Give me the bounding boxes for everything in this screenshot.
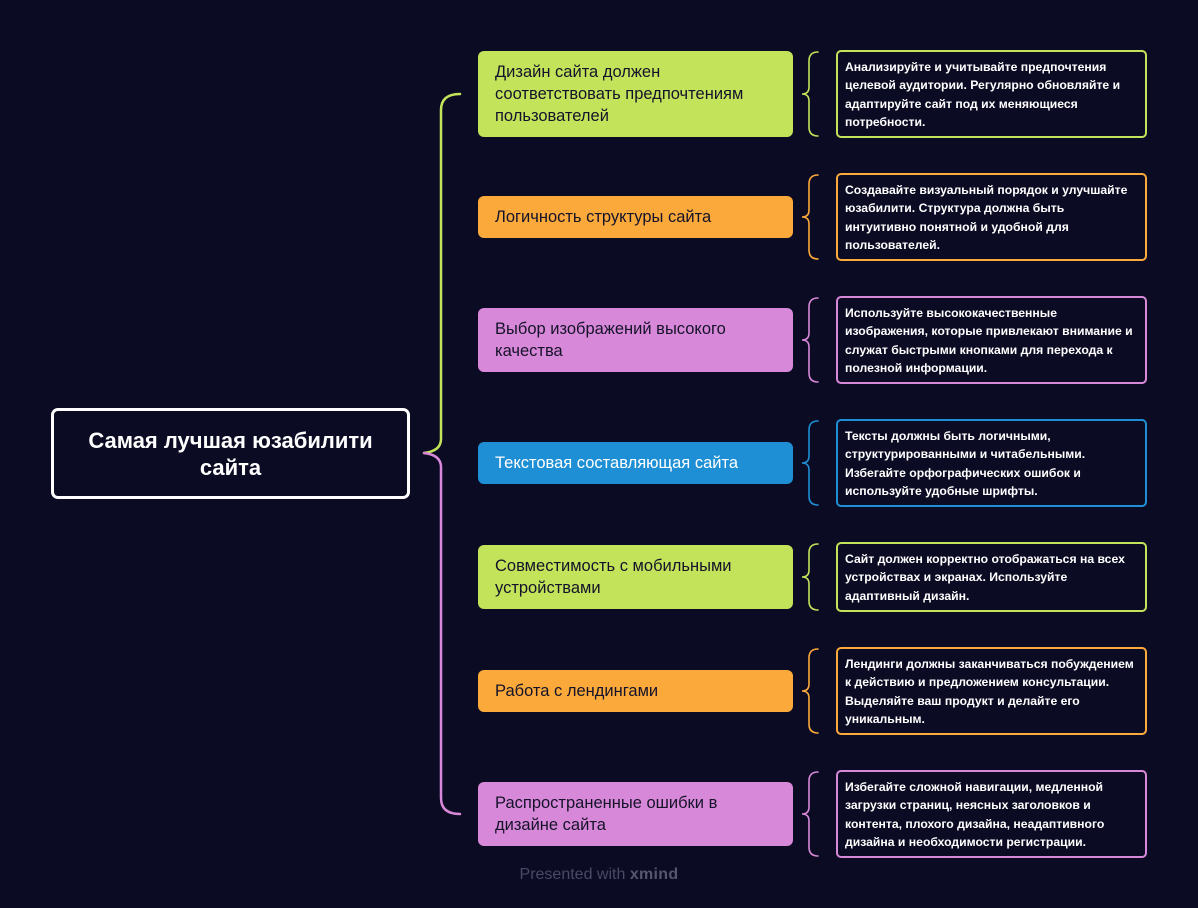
root-topic[interactable]: Самая лучшая юзабилити сайта — [51, 408, 410, 499]
branch-note[interactable]: Анализируйте и учитывайте предпочтения ц… — [836, 50, 1147, 138]
branch-note-text: Используйте высококачественные изображен… — [845, 306, 1133, 375]
branch-topic[interactable]: Логичность структуры сайта — [478, 196, 793, 238]
footer-credit: Presented with xmind — [0, 866, 1198, 884]
note-brace-line — [801, 297, 819, 383]
branch-note-text: Избегайте сложной навигации, медленной з… — [845, 780, 1105, 849]
branch-topic[interactable]: Дизайн сайта должен соответствовать пред… — [478, 51, 793, 137]
note-brace-line — [801, 420, 819, 506]
branch-topic-label: Текстовая составляющая сайта — [495, 454, 739, 472]
brace-lower-line — [422, 451, 462, 816]
xmind-logo: xmind — [629, 866, 679, 883]
branch-topic-label: Работа с лендингами — [495, 682, 659, 700]
brace-upper-line — [422, 92, 462, 455]
branch-topic-label: Логичность структуры сайта — [495, 208, 712, 226]
branch-note[interactable]: Лендинги должны заканчиваться побуждение… — [836, 647, 1147, 735]
branch-note-text: Анализируйте и учитывайте предпочтения ц… — [845, 60, 1121, 129]
branch-note-text: Сайт должен корректно отображаться на вс… — [845, 552, 1125, 603]
branch-topic[interactable]: Совместимость с мобильными устройствами — [478, 545, 793, 609]
note-brace-line — [801, 648, 819, 734]
branch-note[interactable]: Избегайте сложной навигации, медленной з… — [836, 770, 1147, 858]
footer-prefix: Presented with — [519, 866, 626, 883]
branch-note-text: Тексты должны быть логичными, структурир… — [845, 429, 1086, 498]
branch-topic[interactable]: Выбор изображений высокого качества — [478, 308, 793, 372]
note-brace-line — [801, 771, 819, 857]
branch-note-text: Лендинги должны заканчиваться побуждение… — [845, 657, 1134, 726]
branch-note[interactable]: Используйте высококачественные изображен… — [836, 296, 1147, 384]
note-brace-line — [801, 174, 819, 260]
branch-topic-label: Выбор изображений высокого качества — [495, 320, 726, 360]
branch-topic-label: Совместимость с мобильными устройствами — [495, 557, 732, 597]
branch-topic[interactable]: Работа с лендингами — [478, 670, 793, 712]
branch-note[interactable]: Создавайте визуальный порядок и улучшайт… — [836, 173, 1147, 261]
note-brace-line — [801, 51, 819, 137]
branch-topic[interactable]: Распространенные ошибки в дизайне сайта — [478, 782, 793, 846]
branch-note[interactable]: Тексты должны быть логичными, структурир… — [836, 419, 1147, 507]
branch-topic-label: Распространенные ошибки в дизайне сайта — [495, 794, 718, 834]
branch-note[interactable]: Сайт должен корректно отображаться на вс… — [836, 542, 1147, 612]
branch-topic[interactable]: Текстовая составляющая сайта — [478, 442, 793, 484]
root-topic-label: Самая лучшая юзабилити сайта — [88, 427, 373, 480]
note-brace-line — [801, 543, 819, 611]
branch-note-text: Создавайте визуальный порядок и улучшайт… — [845, 183, 1128, 252]
branch-topic-label: Дизайн сайта должен соответствовать пред… — [495, 63, 744, 125]
